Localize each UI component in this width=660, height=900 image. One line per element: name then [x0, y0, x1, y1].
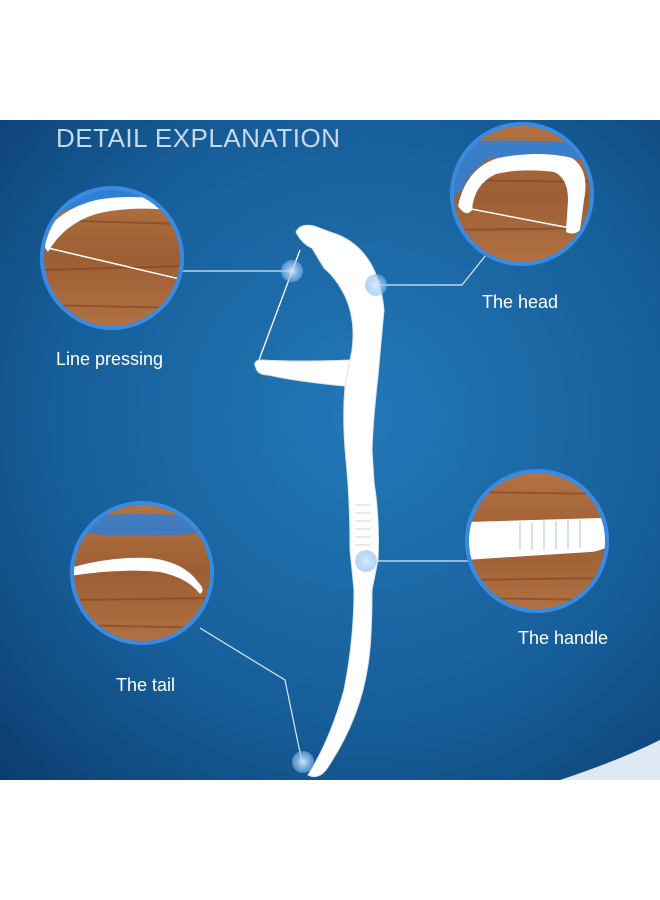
label-head: The head [482, 292, 559, 312]
detail-panel [0, 120, 660, 780]
page-title: DETAIL EXPLANATION [56, 123, 341, 153]
label-tail: The tail [116, 675, 176, 695]
zoom-circle-tail [70, 501, 214, 645]
label-handle: The handle [518, 628, 609, 648]
zoom-circle-line-pressing [40, 186, 184, 330]
zoom-circle-head [450, 122, 594, 266]
dot-tail [292, 751, 314, 773]
dot-line-pressing [281, 260, 303, 282]
pick-lower-arm [254, 359, 351, 387]
zoom-circle-handle [465, 469, 609, 613]
highlight-dots [281, 260, 387, 773]
floss-pick [254, 224, 385, 778]
handle-grip [355, 504, 371, 546]
dot-handle [355, 550, 377, 572]
illustration [0, 120, 660, 780]
pick-body [295, 224, 385, 778]
label-line-pressing: Line pressing [56, 349, 164, 369]
corner-highlight [560, 740, 660, 780]
dot-head [365, 274, 387, 296]
